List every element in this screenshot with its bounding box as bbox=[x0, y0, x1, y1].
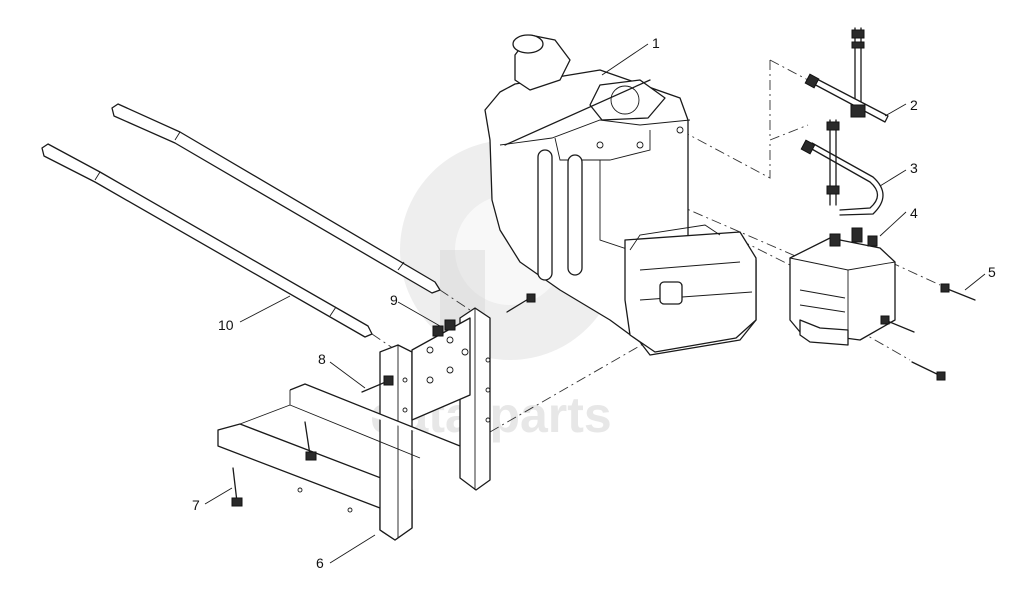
callout-7: 7 bbox=[192, 497, 200, 513]
part-5-bolts bbox=[880, 283, 976, 381]
callout-3: 3 bbox=[910, 160, 918, 176]
callout-2: 2 bbox=[910, 97, 918, 113]
callout-8: 8 bbox=[318, 351, 326, 367]
callout-5: 5 bbox=[988, 264, 996, 280]
callout-1: 1 bbox=[652, 35, 660, 51]
part-4-control-unit bbox=[789, 227, 896, 346]
callout-10: 10 bbox=[218, 317, 234, 333]
leader-lines bbox=[204, 43, 986, 564]
part-7-bolts bbox=[231, 421, 317, 507]
part-2-t-fitting bbox=[804, 27, 889, 123]
part-10-straps bbox=[41, 103, 441, 338]
callouts: 1 2 3 4 5 6 7 8 9 10 bbox=[192, 35, 996, 571]
part-1-tank-assembly bbox=[484, 34, 757, 356]
callout-9: 9 bbox=[390, 292, 398, 308]
part-9-nuts bbox=[432, 293, 536, 337]
callout-4: 4 bbox=[910, 205, 918, 221]
part-3-u-fitting bbox=[800, 119, 884, 216]
callout-6: 6 bbox=[316, 555, 324, 571]
part-6-frame bbox=[217, 307, 491, 541]
part-8-bolt bbox=[361, 375, 394, 393]
